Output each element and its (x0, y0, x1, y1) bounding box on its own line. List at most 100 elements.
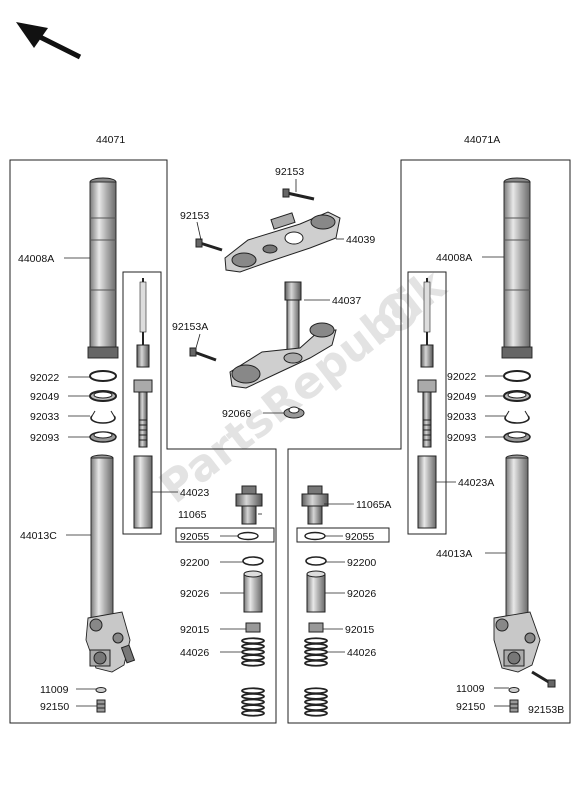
spring-coil (304, 687, 328, 695)
spring-coil (241, 659, 265, 667)
spring-coil (241, 654, 265, 662)
label-92153A: 92153A (172, 321, 208, 333)
spring-coil (241, 709, 265, 717)
label-44037: 44037 (332, 295, 361, 307)
upper-bracket-44039 (224, 211, 341, 273)
dust-seal-92093-right (503, 431, 531, 443)
leader-lines (64, 179, 510, 707)
label-92066: 92066 (222, 408, 251, 420)
label-44023: 44023 (180, 487, 209, 499)
label-92015-left: 92015 (180, 624, 209, 636)
spring-coil (241, 637, 265, 645)
label-92022-left: 92022 (30, 372, 59, 384)
label-92055-left: 92055 (180, 531, 209, 543)
spring-coil (304, 648, 328, 656)
damper-rod-left (133, 278, 153, 529)
clip-92033-left (90, 410, 116, 424)
spring-coil (304, 698, 328, 706)
damper-rod-right (417, 278, 437, 529)
label-11009-right: 11009 (456, 683, 485, 695)
dust-seal-92093-left (89, 431, 117, 443)
label-92026-left: 92026 (180, 588, 209, 600)
ring-92022-left (89, 370, 117, 382)
label-92033-left: 92033 (30, 411, 59, 423)
label-11065A: 11065A (356, 499, 391, 511)
label-44071A: 44071A (464, 134, 500, 146)
right-fork-frame (287, 159, 571, 724)
inner-tube-right (501, 177, 533, 359)
label-92153-top: 92153 (275, 166, 304, 178)
label-44008A-left: 44008A (18, 253, 54, 265)
collar-92026-left (243, 570, 263, 613)
collar-92026-right (306, 570, 326, 613)
right-oring-frame (296, 527, 390, 543)
label-11009-left: 11009 (40, 684, 69, 696)
label-92093-left: 92093 (30, 432, 59, 444)
outer-tube-left (85, 454, 136, 673)
bolt-92153-top (282, 188, 315, 201)
label-44023A: 44023A (458, 477, 494, 489)
label-44039: 44039 (346, 234, 375, 246)
washer-92200-right (305, 556, 327, 566)
label-11065: 11065 (178, 509, 207, 521)
stem-nut-92066 (283, 406, 305, 419)
spring-coil (304, 659, 328, 667)
spring-coil (304, 709, 328, 717)
label-44008A-right: 44008A (436, 252, 472, 264)
inner-tube-left (87, 177, 119, 359)
spring-44026-right (304, 637, 328, 717)
label-44013A: 44013A (436, 548, 472, 560)
label-92022-right: 92022 (447, 371, 476, 383)
label-44026-right: 44026 (347, 647, 376, 659)
spring-coil (304, 704, 328, 712)
label-92049-left: 92049 (30, 391, 59, 403)
spring-coil (304, 642, 328, 650)
label-92150-right: 92150 (456, 701, 485, 713)
drain-bolt-92150-right (509, 699, 519, 713)
label-92153B: 92153B (528, 704, 564, 716)
spring-coil (241, 687, 265, 695)
nut-92015-right (308, 622, 324, 633)
label-92093-right: 92093 (447, 432, 476, 444)
steering-stem-44037 (229, 281, 337, 389)
outer-tube-right (493, 454, 541, 673)
label-44013C: 44013C (20, 530, 57, 542)
label-44071: 44071 (96, 134, 125, 146)
fork-cap-11065 (235, 485, 263, 525)
left-cylinder-frame (122, 271, 162, 535)
spring-coil (241, 648, 265, 656)
spring-coil (304, 654, 328, 662)
left-fork-frame (9, 159, 277, 724)
right-cylinder-frame (407, 271, 447, 535)
seal-92049-right (503, 390, 531, 402)
washer-92200-left (242, 556, 264, 566)
oring-92055-left (237, 531, 259, 541)
bolt-92153-upper (195, 238, 223, 252)
spring-coil (304, 692, 328, 700)
label-92150-left: 92150 (40, 701, 69, 713)
spring-coil (241, 692, 265, 700)
axle-bolt-92153B (531, 670, 556, 688)
spring-44026-left (241, 637, 265, 717)
drain-bolt-92150-left (96, 699, 106, 713)
bolt-92153A (189, 347, 217, 362)
fork-cap-11065A (301, 485, 329, 525)
label-92015-right: 92015 (345, 624, 374, 636)
watermark-logo: PartsRepublik (150, 259, 456, 514)
spring-coil (304, 637, 328, 645)
seal-92049-left (89, 390, 117, 402)
left-oring-frame (175, 527, 275, 543)
label-92026-right: 92026 (347, 588, 376, 600)
clip-92033-right (504, 410, 530, 424)
gasket-11009-right (508, 687, 520, 693)
watermark-text: PartsRepublik (150, 259, 456, 514)
label-92153-upper: 92153 (180, 210, 209, 222)
label-92033-right: 92033 (447, 411, 476, 423)
label-44026-left: 44026 (180, 647, 209, 659)
label-92049-right: 92049 (447, 391, 476, 403)
direction-arrow-icon (16, 22, 82, 60)
label-92055-right: 92055 (345, 531, 374, 543)
nut-92015-left (245, 622, 261, 633)
gasket-11009-left (95, 687, 107, 693)
